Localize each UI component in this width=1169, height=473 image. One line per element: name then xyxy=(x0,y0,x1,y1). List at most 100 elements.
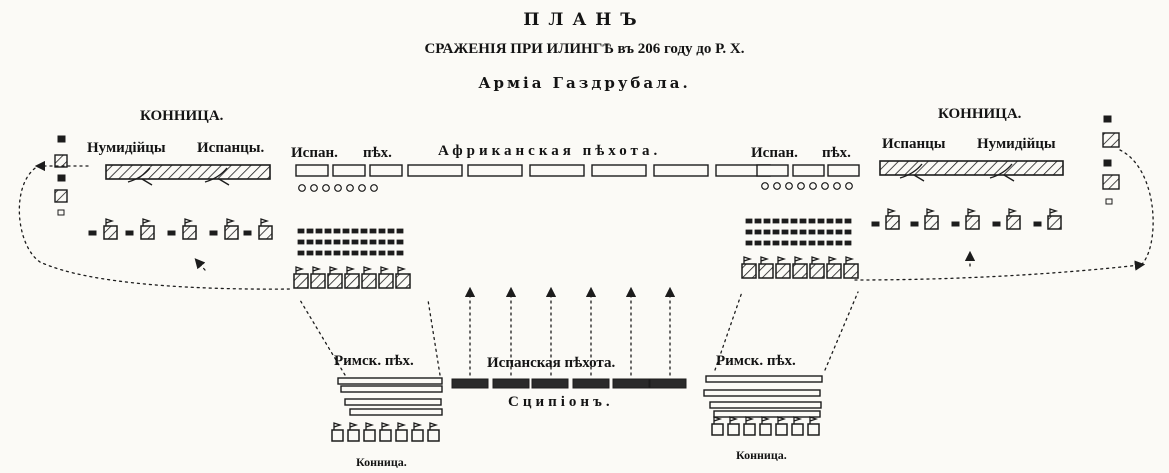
left-edge-unit-1 xyxy=(54,189,68,203)
right-advance-unit-2 xyxy=(965,215,980,230)
label-roman-inf-right: Римск. пѣх. xyxy=(716,353,796,369)
left-advance-unit-2-flag xyxy=(184,218,194,226)
right-advance-unit-4-flag xyxy=(1049,208,1059,216)
right-bottom-cav-5 xyxy=(791,423,804,436)
span-inf-left-block-2 xyxy=(369,164,403,177)
right-roman-column-dash-r0-c7 xyxy=(808,218,816,224)
right-roman-column-dash-r2-c5 xyxy=(790,240,798,246)
label-cavalry-bottom-left: Конница. xyxy=(356,455,407,469)
left-roman-column-cav-1 xyxy=(310,273,326,289)
left-roman-column-dash-r2-c1 xyxy=(306,250,314,256)
left-advance-unit-3 xyxy=(224,225,239,240)
spanish-inf-block-2 xyxy=(531,378,569,389)
left-roman-column-dash-r1-c9 xyxy=(378,239,386,245)
right-roman-column-cav-6-flag xyxy=(845,256,855,264)
right-roman-column-dash-r1-c11 xyxy=(844,229,852,235)
right-roman-column-cav-0-flag xyxy=(743,256,753,264)
left-roman-column-dash-r0-c7 xyxy=(360,228,368,234)
left-roman-column-cav-6 xyxy=(395,273,411,289)
numidian-spanish-cavalry-left-block xyxy=(105,164,271,180)
left-roman-column-cav-4-flag xyxy=(363,266,373,274)
right-roman-column-dash-r0-c6 xyxy=(799,218,807,224)
right-advance-dash-3 xyxy=(992,221,1001,227)
right-bottom-cav-4-flag xyxy=(777,416,787,424)
left-roman-column-dash-r2-c6 xyxy=(351,250,359,256)
span-inf-left-circle-1 xyxy=(310,184,318,192)
left-advance-unit-4 xyxy=(258,225,273,240)
right-roman-column-dash-r1-c7 xyxy=(808,229,816,235)
left-advance-dash-3 xyxy=(209,230,218,236)
left-roman-column-dash-r1-c0 xyxy=(297,239,305,245)
right-roman-column-cav-4-flag xyxy=(811,256,821,264)
right-roman-column-dash-r1-c5 xyxy=(790,229,798,235)
left-bottom-cav-0-flag xyxy=(333,422,343,430)
left-roman-column-cav-3 xyxy=(344,273,360,289)
right-roman-inf-line-0 xyxy=(705,375,823,383)
right-advance-unit-3 xyxy=(1006,215,1021,230)
label-roman-inf-left: Римск. пѣх. xyxy=(334,353,414,369)
left-bottom-cav-1-flag xyxy=(349,422,359,430)
left-edge-marker-2 xyxy=(57,209,65,216)
right-roman-column-dash-r2-c3 xyxy=(772,240,780,246)
left-edge-marker-1 xyxy=(57,174,66,182)
right-roman-column-cav-2-flag xyxy=(777,256,787,264)
right-roman-column-cav-3-flag xyxy=(794,256,804,264)
label-cavalry-left: КОННИЦА. xyxy=(140,108,224,124)
left-roman-column-dash-r1-c7 xyxy=(360,239,368,245)
right-bottom-cav-3 xyxy=(759,423,772,436)
right-roman-inf-line-2 xyxy=(709,401,822,409)
right-advance-unit-1-flag xyxy=(926,208,936,216)
left-roman-column-dash-r1-c4 xyxy=(333,239,341,245)
left-roman-column-cav-3-flag xyxy=(346,266,356,274)
right-roman-column-dash-r0-c9 xyxy=(826,218,834,224)
left-roman-column-dash-r1-c3 xyxy=(324,239,332,245)
spanish-inf-block-4 xyxy=(612,378,650,389)
battle-subtitle: СРАЖЕНІЯ ПРИ ИЛИНГѢ въ 206 году до Р. Х. xyxy=(424,41,745,57)
african-inf-block-4 xyxy=(653,164,709,177)
span-inf-left-circle-5 xyxy=(358,184,366,192)
left-roman-inf-line-0 xyxy=(337,377,443,385)
left-route-arrow xyxy=(194,258,206,271)
left-roman-inf-line-1 xyxy=(340,385,443,393)
left-bottom-cav-6 xyxy=(427,429,440,442)
right-roman-column-dash-r1-c9 xyxy=(826,229,834,235)
left-roman-column-dash-r2-c3 xyxy=(324,250,332,256)
left-roman-column-dash-r0-c0 xyxy=(297,228,305,234)
left-advance-dash-1 xyxy=(125,230,134,236)
span-inf-right-block-2 xyxy=(827,164,860,177)
label-span-inf-right-a: Испан. xyxy=(751,145,798,161)
plan-title: ПЛАНЪ xyxy=(523,10,646,30)
right-advance-dash-2 xyxy=(951,221,960,227)
left-roman-column-dash-r2-c9 xyxy=(378,250,386,256)
right-roman-column-cav-5-flag xyxy=(828,256,838,264)
right-advance-dash-0 xyxy=(871,221,880,227)
left-roman-column-dash-r2-c0 xyxy=(297,250,305,256)
left-advance-unit-2 xyxy=(182,225,197,240)
right-flank-route xyxy=(854,260,1146,281)
right-bottom-cav-0-flag xyxy=(713,416,723,424)
right-roman-column-dash-r1-c10 xyxy=(835,229,843,235)
right-roman-column-dash-r0-c11 xyxy=(844,218,852,224)
spanish-inf-block-5 xyxy=(649,378,687,389)
left-roman-inf-line-3 xyxy=(349,408,443,416)
span-inf-right-circle-0 xyxy=(761,182,769,190)
left-roman-column-dash-r1-c5 xyxy=(342,239,350,245)
left-roman-column-dash-r0-c1 xyxy=(306,228,314,234)
right-roman-column-dash-r1-c2 xyxy=(763,229,771,235)
label-span-inf-right-b: пѣх. xyxy=(822,145,851,161)
african-inf-block-2 xyxy=(529,164,585,177)
left-roman-column-dash-r1-c6 xyxy=(351,239,359,245)
left-roman-column-dash-r0-c6 xyxy=(351,228,359,234)
spanish-inf-block-3 xyxy=(572,378,610,389)
left-roman-column-dash-r1-c2 xyxy=(315,239,323,245)
right-edge-marker-1 xyxy=(1103,159,1112,167)
right-bottom-cav-3-flag xyxy=(761,416,771,424)
left-bottom-cav-1 xyxy=(347,429,360,442)
label-spaniards-right: Испанцы xyxy=(882,136,946,152)
span-inf-right-circle-1 xyxy=(773,182,781,190)
right-edge-marker-0 xyxy=(1103,115,1112,123)
label-numidians-left: Нумидійцы xyxy=(87,140,166,156)
right-bottom-cav-4 xyxy=(775,423,788,436)
span-inf-right-circle-3 xyxy=(797,182,805,190)
